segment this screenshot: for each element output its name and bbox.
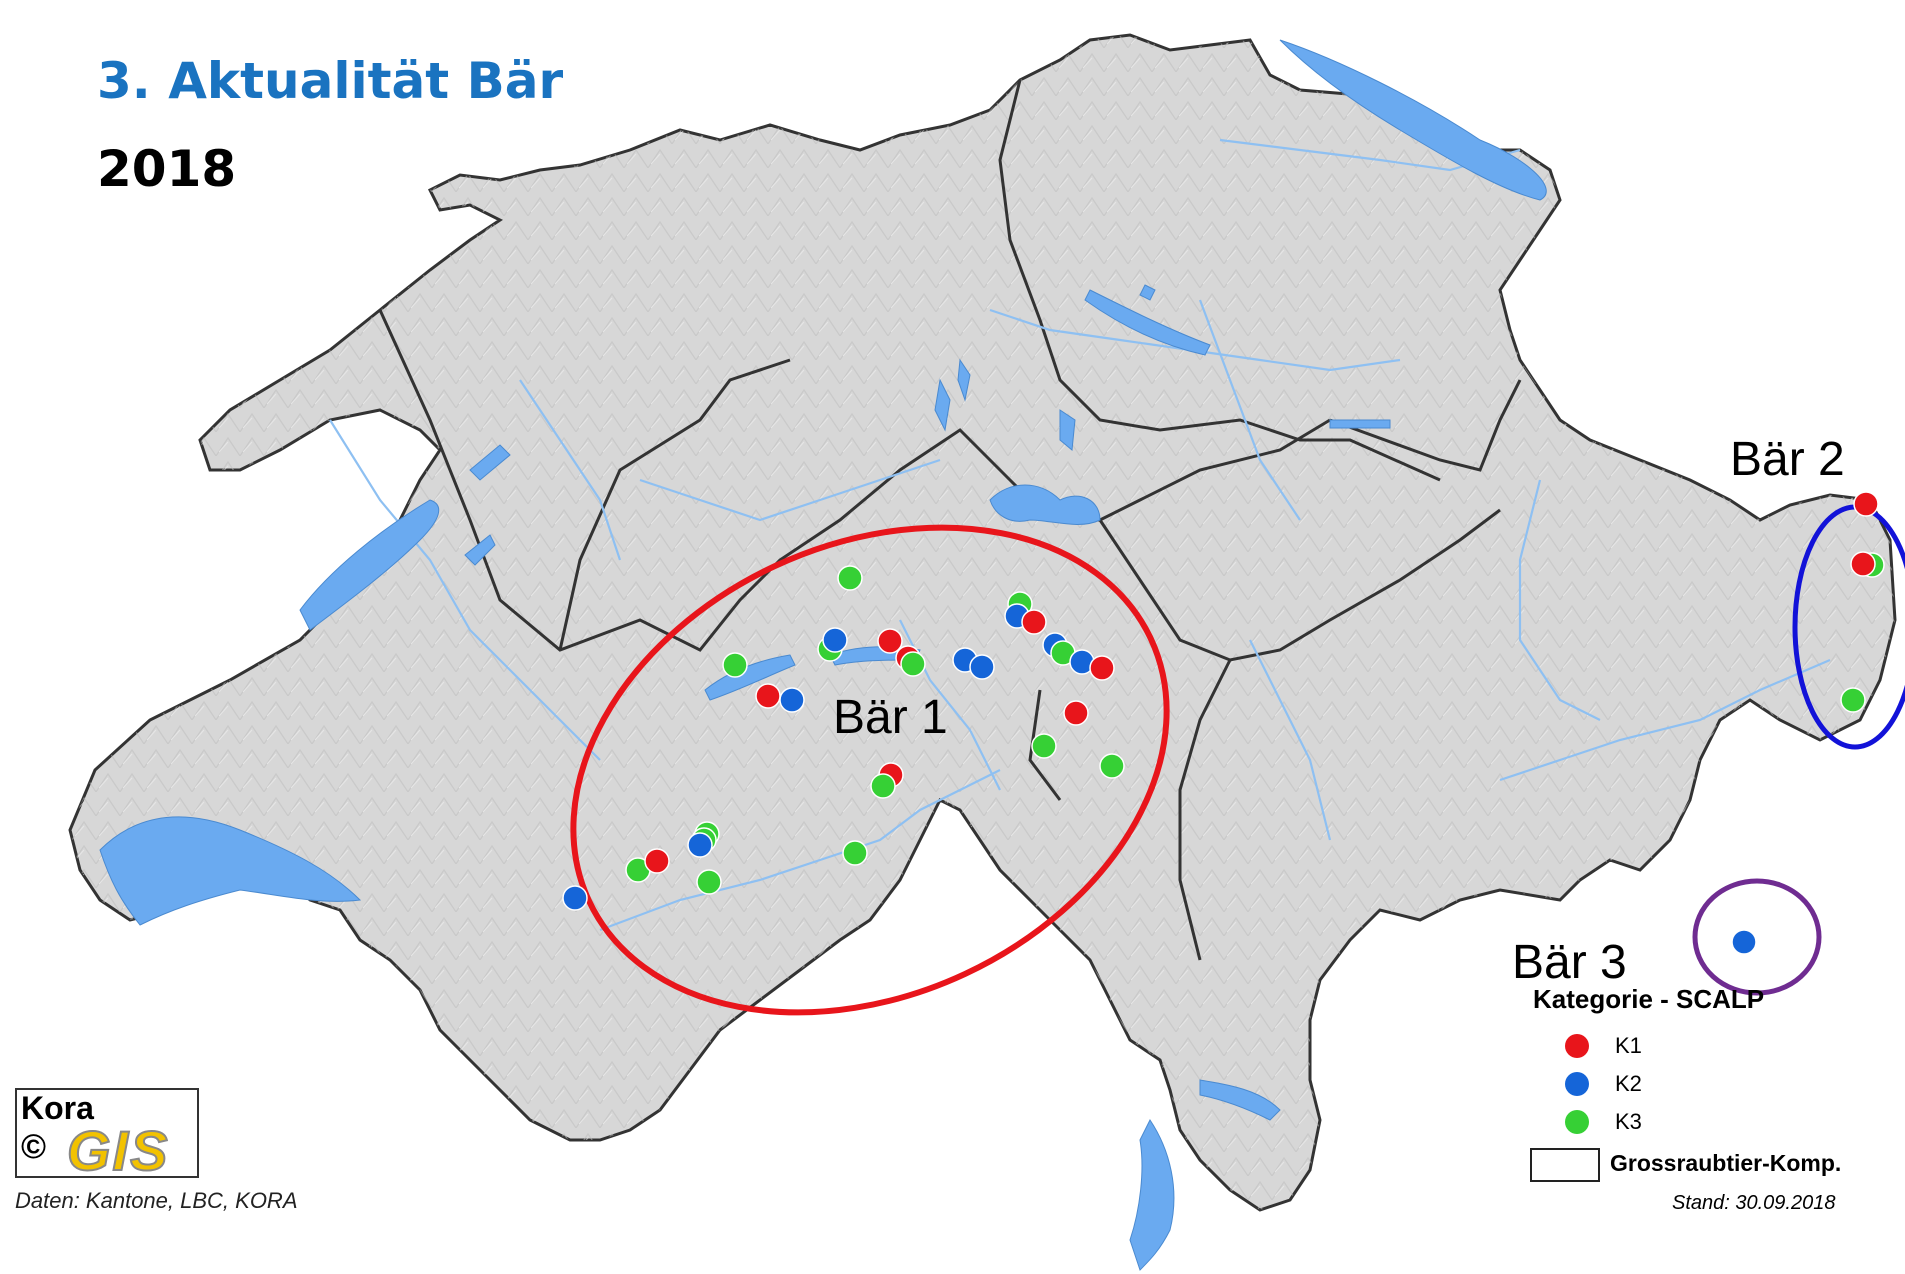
lake-maggiore <box>1129 1119 1175 1271</box>
observation-point-k3 <box>900 651 926 677</box>
observation-point-k1 <box>877 628 903 654</box>
map-year: 2018 <box>97 140 237 198</box>
rivers <box>329 138 1831 932</box>
legend-dot-k1 <box>1565 1034 1589 1058</box>
observation-point-k3 <box>722 652 748 678</box>
observation-point-k2 <box>822 627 848 653</box>
observation-point-k1 <box>755 683 781 709</box>
legend-dot-k2 <box>1565 1072 1589 1096</box>
lake-constance <box>1279 39 1547 201</box>
lake-zurich <box>1084 289 1211 356</box>
lake-neuchatel <box>299 499 440 631</box>
observation-point-k3 <box>842 840 868 866</box>
observation-point-k1 <box>1063 700 1089 726</box>
data-credit: Daten: Kantone, LBC, KORA <box>15 1188 298 1213</box>
lakes <box>99 39 1547 1271</box>
lake-lugano <box>1199 1079 1281 1121</box>
lake-biel <box>469 444 511 481</box>
lake-zug <box>1059 409 1076 451</box>
logo-text-gis: GIS <box>66 1118 170 1183</box>
lake-walensee <box>1329 419 1391 429</box>
legend-title: Kategorie - SCALP <box>1533 984 1765 1014</box>
bear-2-label: Bär 2 <box>1730 433 1845 486</box>
legend-date: Stand: 30.09.2018 <box>1672 1192 1836 1214</box>
terrain-relief <box>70 35 1895 1210</box>
observation-point-k3 <box>696 869 722 895</box>
logo-text-kora: Kora <box>21 1090 94 1126</box>
observation-point-k1 <box>644 848 670 874</box>
observation-point-k2 <box>687 832 713 858</box>
observation-point-k3 <box>870 773 896 799</box>
lake-small-east <box>1139 284 1156 301</box>
logo-copyright-mark: © <box>21 1128 47 1166</box>
observation-point-k3 <box>1031 733 1057 759</box>
observation-point-k1 <box>1089 655 1115 681</box>
lake-lucerne <box>989 484 1101 525</box>
lake-sempach <box>934 378 951 432</box>
legend-label-k3: K3 <box>1615 1109 1642 1134</box>
compartment-boundaries <box>378 79 1522 961</box>
bear-3-ellipse <box>1692 878 1822 996</box>
observation-points <box>562 491 1885 955</box>
legend-dot-k3 <box>1565 1110 1589 1134</box>
observation-point-k3 <box>1099 753 1125 779</box>
bear-1-label: Bär 1 <box>833 691 948 744</box>
observation-point-k2 <box>969 654 995 680</box>
observation-point-k3 <box>837 565 863 591</box>
observation-point-k1 <box>1021 609 1047 635</box>
observation-point-k2 <box>1731 929 1757 955</box>
kora-gis-logo: Kora © GIS <box>15 1088 199 1183</box>
observation-point-k1 <box>1850 551 1876 577</box>
observation-point-k3 <box>1840 687 1866 713</box>
lake-murten <box>464 534 496 566</box>
legend-label-k1: K1 <box>1615 1033 1642 1058</box>
observation-point-k2 <box>562 885 588 911</box>
bear-3-label: Bär 3 <box>1512 936 1627 989</box>
legend-boundary-swatch <box>1530 1148 1600 1182</box>
lake-hallwil <box>957 358 971 402</box>
map-title: 3. Aktualität Bär <box>97 52 564 110</box>
legend-boundary-label: Grossraubtier-Komp. <box>1610 1150 1842 1176</box>
legend-label-k2: K2 <box>1615 1071 1642 1096</box>
lake-geneva <box>99 816 362 926</box>
legend: Kategorie - SCALP K1 K2 K3 Grossraubtier… <box>1525 980 1895 1220</box>
bear-1-ellipse <box>570 524 1170 1016</box>
observation-point-k2 <box>779 687 805 713</box>
observation-point-k1 <box>1853 491 1879 517</box>
